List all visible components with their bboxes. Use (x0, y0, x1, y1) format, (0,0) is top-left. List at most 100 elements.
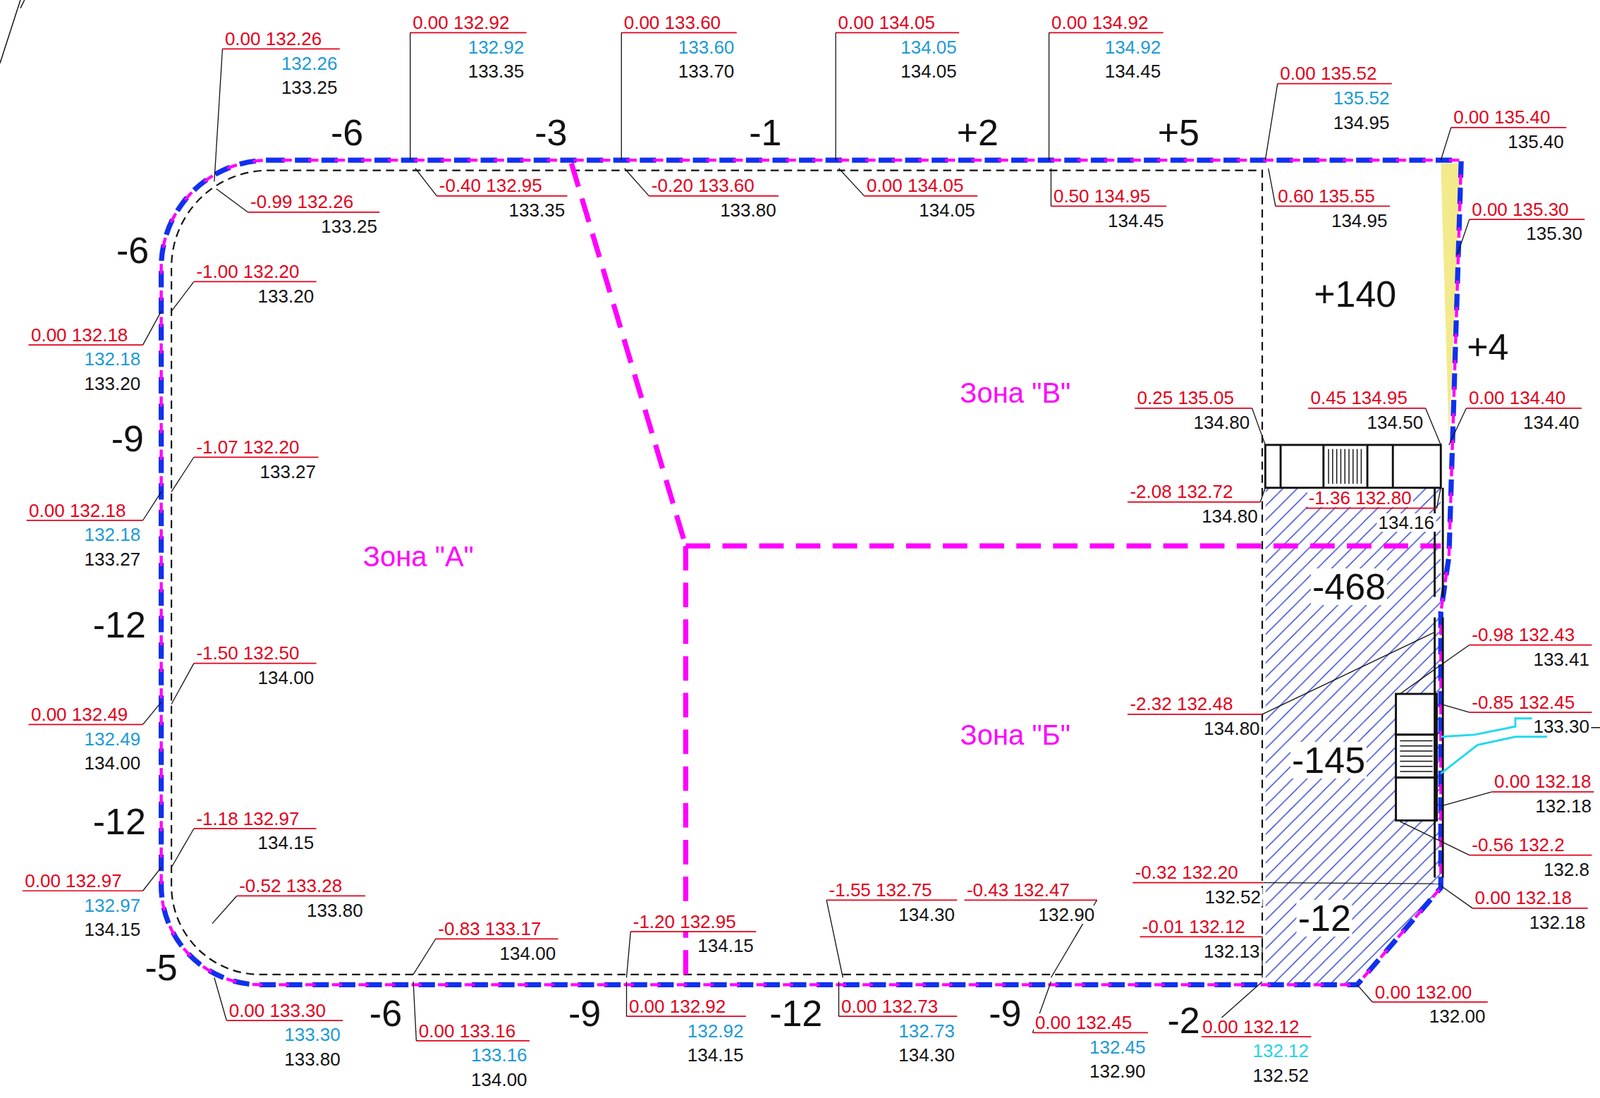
work-mark: 0.00 133.60 (622, 13, 723, 32)
volume-number: +2 (955, 114, 1000, 151)
underline (630, 930, 756, 933)
natural-level: 134.05 (899, 38, 959, 57)
work-mark: -1.07 132.20 (194, 437, 301, 457)
natural-level: 135.52 (1332, 88, 1392, 108)
volume-number: -12 (1296, 899, 1353, 937)
zone-name: Зона "А" (363, 540, 474, 572)
design-level: 133.27 (83, 550, 143, 569)
leader-line (1456, 219, 1469, 256)
design-level: 134.16 (1376, 513, 1436, 532)
natural-level: 133.60 (676, 38, 737, 57)
design-level: 134.15 (83, 920, 143, 939)
underline (1134, 407, 1252, 409)
natural-level: 132.12 (1251, 1041, 1311, 1060)
leader-line (171, 281, 194, 311)
work-mark: 0.00 132.12 (1200, 1017, 1301, 1036)
volume-number: -3 (533, 114, 569, 151)
design-level: 133.25 (279, 78, 340, 97)
leader-line (1262, 882, 1441, 884)
underline (1469, 711, 1593, 713)
work-mark: 0.60 135.55 (1276, 186, 1376, 206)
underline (1308, 407, 1426, 409)
underline (1492, 791, 1595, 793)
ramp (1440, 718, 1546, 774)
underline (1472, 907, 1589, 909)
work-mark: -1.55 132.75 (827, 880, 934, 900)
volume-number: -6 (114, 231, 151, 269)
design-level: 134.80 (1202, 719, 1262, 738)
site-boundary (161, 160, 1462, 985)
leader-line (1357, 984, 1373, 1003)
work-mark: 0.00 132.97 (23, 871, 123, 890)
leader-line (143, 702, 162, 725)
underline (1200, 1035, 1312, 1038)
design-level: 132.18 (1528, 913, 1588, 932)
underline (1032, 1032, 1148, 1034)
underline (838, 1015, 957, 1017)
underline (22, 889, 144, 892)
underline (193, 456, 319, 458)
leader-line (413, 938, 436, 975)
leader-line (834, 32, 836, 161)
underline (648, 195, 779, 197)
design-level: 134.50 (1365, 413, 1426, 432)
design-level: 133.70 (676, 62, 737, 81)
work-mark: 0.00 132.18 (29, 325, 130, 345)
underline (410, 31, 527, 34)
underline (826, 899, 957, 901)
work-mark: -1.36 132.80 (1307, 488, 1414, 508)
design-level: 135.40 (1506, 132, 1566, 151)
design-level: 133.80 (718, 200, 778, 220)
leader-line (1048, 32, 1050, 161)
work-mark: 0.00 135.40 (1451, 107, 1552, 127)
design-level: 134.15 (256, 833, 316, 852)
natural-level: 132.73 (896, 1021, 957, 1041)
design-level: 134.45 (1103, 62, 1163, 81)
design-level: 132.52 (1202, 887, 1263, 907)
leader-line (415, 168, 437, 197)
work-mark: 0.00 132.18 (1473, 888, 1574, 907)
work-mark: 0.00 132.49 (29, 705, 130, 724)
leader-line (409, 32, 411, 161)
underline (416, 1040, 530, 1042)
work-mark: 0.00 132.45 (1033, 1013, 1134, 1032)
north-mark (0, 0, 21, 64)
underline (1469, 644, 1593, 646)
work-mark: 0.45 134.95 (1309, 388, 1409, 407)
building-structure (1265, 444, 1441, 821)
leader-line (626, 931, 631, 978)
natural-level: 132.26 (279, 54, 340, 73)
natural-level: 134.92 (1103, 38, 1163, 57)
work-mark: 0.00 135.52 (1278, 64, 1378, 83)
underline (193, 662, 317, 665)
design-level: 134.15 (695, 936, 756, 955)
design-level: 133.80 (282, 1049, 343, 1069)
underline (26, 519, 144, 522)
underline (1275, 205, 1390, 207)
leader-line (143, 310, 162, 345)
underline (1139, 936, 1263, 938)
design-level: 134.05 (917, 200, 977, 220)
work-mark: -0.99 132.26 (248, 192, 355, 211)
design-level: 133.27 (258, 462, 319, 481)
underline (248, 211, 381, 213)
work-mark: 0.00 132.73 (839, 997, 940, 1016)
leader-line (1262, 632, 1434, 715)
design-level: 133.80 (305, 901, 365, 920)
underline (1132, 882, 1263, 884)
design-level: 133.30 (1531, 717, 1591, 736)
leader-line (143, 491, 162, 521)
leader-line (171, 828, 194, 868)
work-mark: 0.00 134.40 (1467, 388, 1567, 407)
work-mark: 0.00 134.05 (837, 13, 937, 32)
natural-level: 133.16 (469, 1045, 529, 1065)
leader-line (1399, 821, 1469, 856)
leader-line (1436, 487, 1441, 509)
underline (621, 31, 737, 34)
design-level: 134.30 (896, 905, 957, 924)
leader-line (1268, 168, 1276, 207)
underline (1466, 407, 1582, 409)
work-mark: 0.00 132.92 (627, 997, 728, 1016)
leader-line (1261, 936, 1263, 978)
work-mark: -2.32 132.48 (1128, 694, 1235, 713)
